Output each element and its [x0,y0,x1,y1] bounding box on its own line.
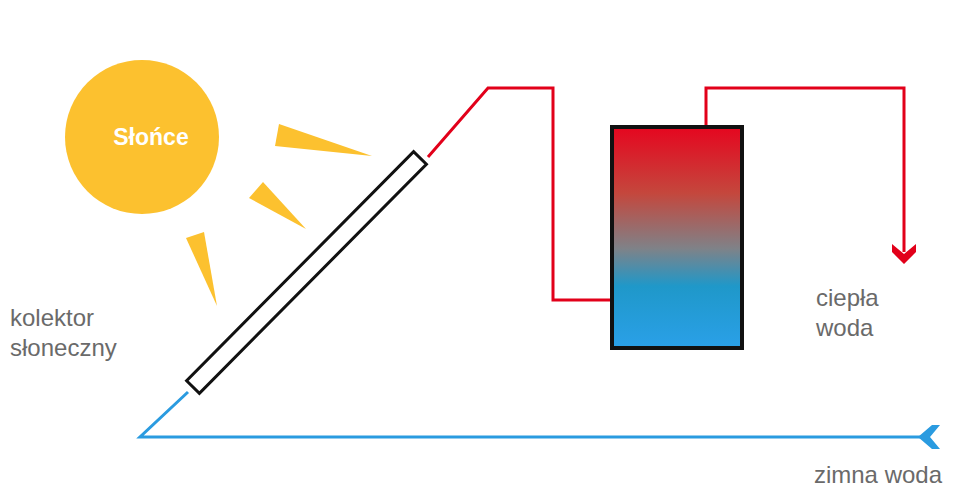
water-tank [612,127,742,348]
sun-ray [186,232,217,306]
hot-water-label: ciepła woda [816,283,908,343]
sun-ray [249,182,306,229]
sun-circle: Słońce [65,60,219,214]
cold-water-pipe [140,392,926,437]
sun-ray [275,124,372,156]
sun-circle [65,60,219,214]
hot-water-outlet [892,244,916,264]
collector-label: kolektor słoneczny [10,303,185,363]
hot-pipe [428,88,612,300]
cold-water-inlet [918,425,940,449]
solar-collector [187,152,427,394]
node-title: Słońce [95,124,188,151]
cold-water-label: zimna woda [770,460,942,490]
